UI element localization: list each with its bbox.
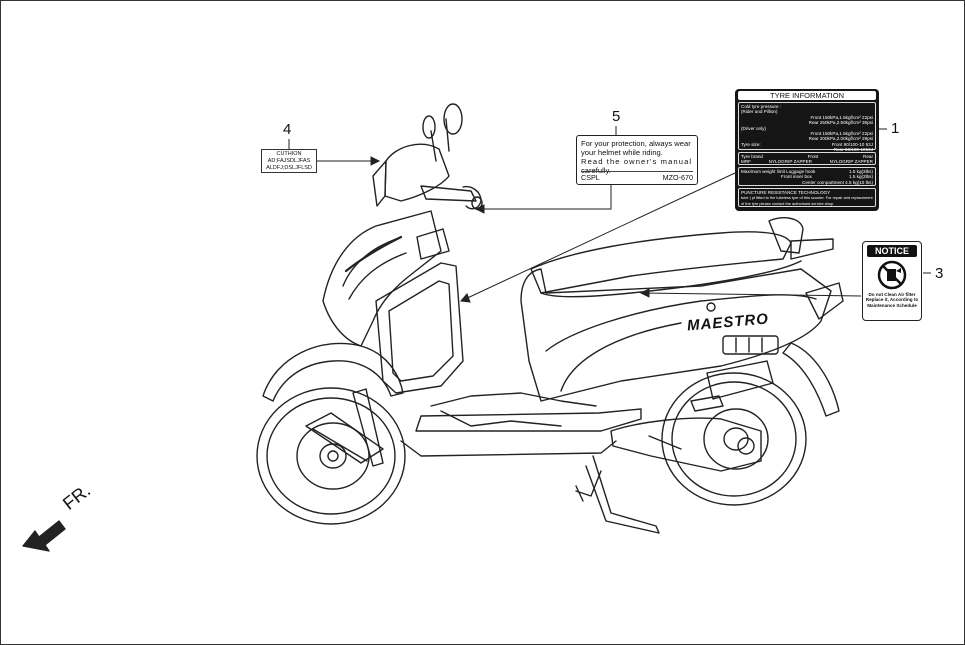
tyre-information-label: TYRE INFORMATION Cold tyre pressure : (R… xyxy=(735,89,879,211)
no-cleaning-icon xyxy=(877,260,907,290)
tyre-pressure-line: Rear 200kPa,2.00kgf/cm² 29psi xyxy=(808,136,873,142)
tyre-size-label: Tyre size: xyxy=(741,141,761,147)
tyre-pressure-line: (Rider and Pillion) xyxy=(741,109,778,115)
cushion-label-line: AD;FAJSDLJFAS xyxy=(267,158,311,164)
cushion-label-line: ALDFJ;DSLJFLSD xyxy=(266,165,312,171)
tyre-size-front: Front 90/100-10 53J xyxy=(831,141,873,147)
weight-limit-row: Front inner box 1.5 kg(3lbs) xyxy=(741,174,873,179)
weight-limit-label: Maximum weight limit Luggage hook xyxy=(741,169,816,174)
weight-limit-box: Maximum weight limit Luggage hook 1.5 kg… xyxy=(738,167,876,186)
tyre-brand-header-rear: Rear xyxy=(863,154,873,159)
tyre-size-line: Tyre size: Front 90/100-10 53J xyxy=(741,142,873,147)
tyre-pressure-line: Cold tyre pressure : xyxy=(741,104,782,109)
tyre-brand-rear: NYLOGRIP ZAPPER xyxy=(829,159,873,165)
notice-text-line: Maintenance Schedule xyxy=(867,302,917,308)
helmet-warning-label: For your protection, always wear your he… xyxy=(576,135,698,185)
tyre-brand-row: MRF NYLOGRIP ZAPPER NYLOGRIP ZAPPER xyxy=(741,159,873,164)
tyre-size-rear: Rear 90/100-1053J xyxy=(833,147,873,153)
callout-number-1: 1 xyxy=(891,120,900,137)
tyre-brand-header-label: Tyre brand xyxy=(741,154,763,159)
helmet-label-maker: CSPL xyxy=(581,173,600,182)
tyre-pressure-line: Front 150kPa,1.5kgf/cm² 22psi xyxy=(810,114,873,120)
notice-text-line: Replace it, According to xyxy=(865,297,919,303)
tyre-pressure-line: (Driver only) xyxy=(741,125,767,131)
notice-label: NOTICE Do not Clean Air filter Replace i… xyxy=(862,241,922,321)
rear-wheel xyxy=(661,372,807,506)
notice-heading: NOTICE xyxy=(867,245,917,257)
weight-limit-line: Center compartment 4.5 kg(10 lbs) xyxy=(802,179,873,185)
tyre-pressure-line: Front 150kPa,1.5kgf/cm² 22psi xyxy=(810,131,873,137)
tyre-brand-box: Tyre brand Front Rear MRF NYLOGRIP ZAPPE… xyxy=(738,152,876,165)
leader-lines xyxy=(288,126,931,303)
helmet-label-footer: CSPL MZO-670 xyxy=(581,171,693,182)
tyre-brand-front: NYLOGRIP ZAPPER xyxy=(768,159,812,165)
tyre-brand-header: Tyre brand Front Rear xyxy=(741,154,873,159)
front-wheel xyxy=(256,387,406,525)
tyre-pressure-box: Cold tyre pressure : (Rider and Pillion)… xyxy=(738,102,876,153)
tyre-brand: MRF xyxy=(741,159,751,165)
cushion-label: CUTHION AD;FAJSDLJFAS ALDFJ;DSLJFLSD xyxy=(261,149,317,173)
tyre-label-title: TYRE INFORMATION xyxy=(738,91,876,100)
helmet-label-line: For your protection, always wear xyxy=(581,139,691,148)
puncture-tech-box: PUNCTURE RESISTANCE TECHNOLOGY tube | pf… xyxy=(738,188,876,207)
callout-number-4: 4 xyxy=(283,121,292,138)
puncture-tech-title: PUNCTURE RESISTANCE TECHNOLOGY xyxy=(741,190,831,195)
callout-number-3: 3 xyxy=(935,265,944,282)
cushion-label-line: CUTHION xyxy=(276,151,302,157)
notice-text-line: Do not Clean Air filter xyxy=(868,292,916,297)
notice-text: Do not Clean Air filter Replace it, Acco… xyxy=(863,292,921,308)
puncture-tech-line: tube | pf fitted to the tubeless tyre of… xyxy=(741,195,873,201)
helmet-label-line: Read the owner's manual xyxy=(581,157,693,166)
puncture-tech-line: of the tyre please contact the authorise… xyxy=(741,200,835,206)
weight-limit-label: Front inner box xyxy=(781,174,812,180)
tyre-brand-header-front: Front xyxy=(807,154,819,159)
tyre-pressure-line: Rear 250kPa,2.50kgf/cm² 36psi xyxy=(808,120,873,126)
helmet-label-line: your helmet while riding. xyxy=(581,148,663,157)
front-direction-arrow xyxy=(22,520,66,552)
weight-limit-value: 1.5 kg(3lbs) xyxy=(848,169,873,174)
helmet-label-code: MZO-670 xyxy=(662,173,693,182)
helmet-label-line: carefully. xyxy=(581,166,611,175)
weight-limit-value: 1.5 kg(3lbs) xyxy=(848,174,873,180)
weight-limit-row: Maximum weight limit Luggage hook 1.5 kg… xyxy=(741,169,873,174)
callout-number-5: 5 xyxy=(612,108,621,125)
